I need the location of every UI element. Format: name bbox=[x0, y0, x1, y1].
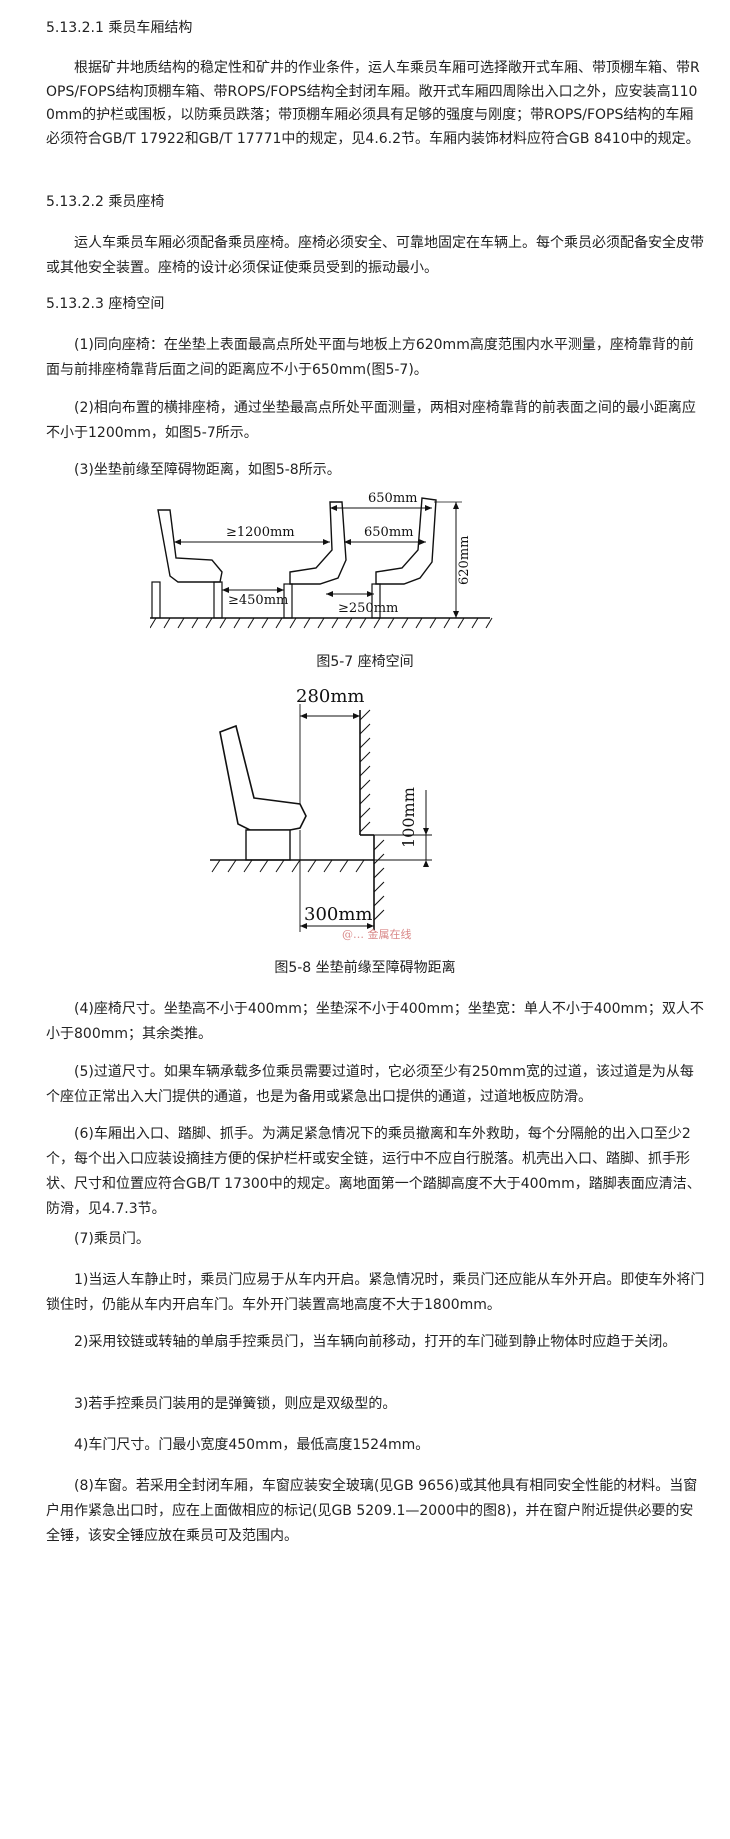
middle-seat-shape bbox=[289, 501, 347, 585]
label-100: 100mm bbox=[399, 787, 418, 848]
paragraph-item-7: (7)乘员门。 bbox=[74, 1231, 150, 1247]
section-heading-5-13-2-2: 5.13.2.2 乘员座椅 bbox=[46, 194, 165, 210]
section-heading-5-13-2-1: 5.13.2.1 乘员车厢结构 bbox=[46, 20, 193, 36]
paragraph-item-3: (3)坐垫前缘至障碍物距离，如图5-8所示。 bbox=[74, 462, 341, 478]
label-1200: ≥1200mm bbox=[226, 525, 295, 540]
section-heading-5-13-2-3: 5.13.2.3 座椅空间 bbox=[46, 296, 165, 312]
paragraph-passenger-seat: 运人车乘员车厢必须配备乘员座椅。座椅必须安全、可靠地固定在车辆上。每个乘员必须配… bbox=[46, 235, 704, 276]
wall-hatching bbox=[359, 709, 385, 921]
figure-5-8-caption: 图5-8 坐垫前缘至障碍物距离 bbox=[274, 960, 456, 976]
paragraph-cabin-structure: 根据矿井地质结构的稳定性和矿井的作业条件，运人车乘员车厢可选择敞开式车厢、带顶棚… bbox=[46, 60, 700, 147]
paragraph-item-4: (4)座椅尺寸。坐垫高不小于400mm；坐垫深不小于400mm；坐垫宽：单人不小… bbox=[46, 1001, 704, 1042]
paragraph-item-6: (6)车厢出入口、踏脚、抓手。为满足紧急情况下的乘员撤离和车外救助，每个分隔舱的… bbox=[46, 1126, 701, 1217]
pedestal-left bbox=[151, 581, 161, 619]
pedestal-left-2 bbox=[213, 581, 223, 619]
left-seat-shape bbox=[157, 509, 223, 583]
figure-5-7-seat-space: 650mm ≥1200mm 650mm 620mm ≥450mm ≥250mm bbox=[150, 491, 493, 629]
watermark-text: @… 金属在线 bbox=[342, 927, 412, 941]
paragraph-item-7-2: 2)采用铰链或转轴的单扇手控乘员门，当车辆向前移动，打开的车门碰到静止物体时应趋… bbox=[74, 1334, 677, 1350]
seat-shape bbox=[219, 724, 307, 831]
seat-pedestal bbox=[245, 829, 291, 861]
figure-5-7-caption: 图5-7 座椅空间 bbox=[316, 654, 414, 670]
label-280: 280mm bbox=[296, 686, 365, 707]
floor-hatching bbox=[150, 617, 493, 629]
paragraph-item-8: (8)车窗。若采用全封闭车厢，车窗应装安全玻璃(见GB 9656)或其他具有相同… bbox=[46, 1478, 698, 1544]
figure-5-8-cushion-clearance: 280mm 100mm 300mm @… 金属在线 bbox=[210, 686, 432, 941]
label-620: 620mm bbox=[457, 536, 472, 585]
label-650-mid: 650mm bbox=[364, 525, 413, 540]
label-650-top: 650mm bbox=[368, 491, 417, 506]
label-450: ≥450mm bbox=[228, 593, 288, 608]
paragraph-item-2: (2)相向布置的横排座椅，通过坐垫最高点所处平面测量，两相对座椅靠背的前表面之间… bbox=[46, 400, 696, 441]
paragraph-item-7-4: 4)车门尺寸。门最小宽度450mm，最低高度1524mm。 bbox=[74, 1437, 430, 1453]
paragraph-item-5: (5)过道尺寸。如果车辆承载多位乘员需要过道时，它必须至少有250mm宽的过道，… bbox=[46, 1064, 694, 1105]
paragraph-item-7-1: 1)当运人车静止时，乘员门应易于从车内开启。紧急情况时，乘员门还应能从车外开启。… bbox=[46, 1272, 705, 1313]
paragraph-item-1: (1)同向座椅：在坐垫上表面最高点所处平面与地板上方620mm高度范围内水平测量… bbox=[46, 337, 694, 378]
right-seat-shape bbox=[375, 497, 437, 585]
label-300: 300mm bbox=[304, 904, 373, 925]
label-250: ≥250mm bbox=[338, 601, 398, 616]
paragraph-item-7-3: 3)若手控乘员门装用的是弹簧锁，则应是双级型的。 bbox=[74, 1396, 397, 1412]
floor-hatching-5-8 bbox=[211, 859, 365, 873]
